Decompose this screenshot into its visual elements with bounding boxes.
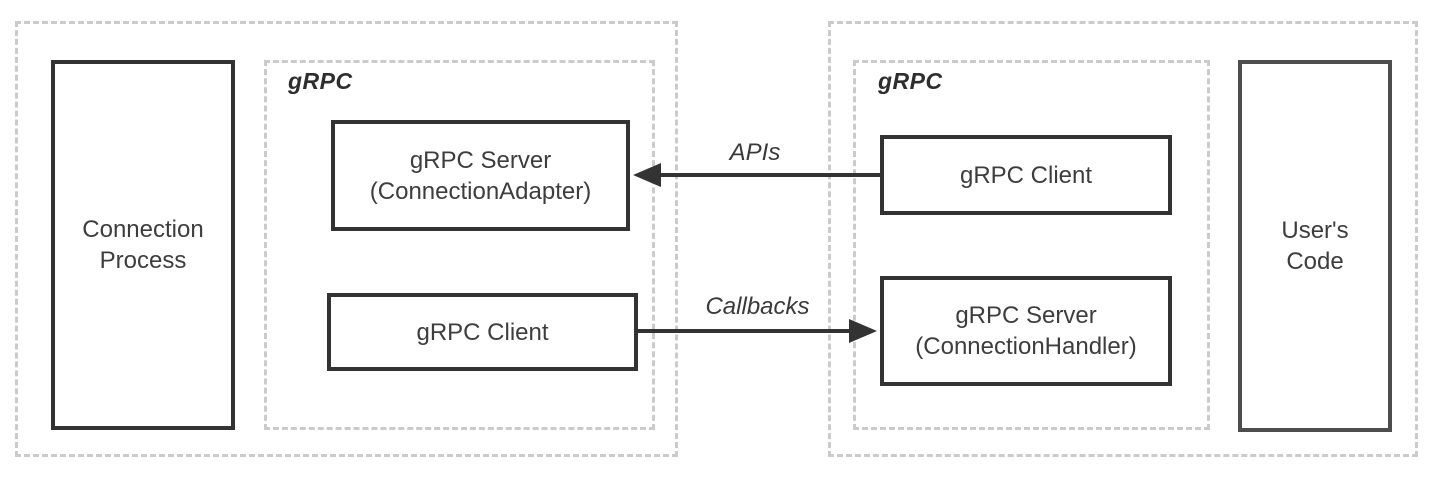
- right-grpc-group: [853, 60, 1210, 430]
- grpc-server-adapter-box: gRPC Server (ConnectionAdapter): [331, 120, 630, 231]
- right-grpc-client-label: gRPC Client: [959, 161, 1093, 189]
- right-grpc-client-box: gRPC Client: [880, 135, 1172, 215]
- apis-arrow-label: APIs: [729, 139, 781, 166]
- users-code-label-line2: Code: [1286, 248, 1344, 275]
- connection-process-box: Connection Process: [51, 60, 235, 430]
- right-process-group: [828, 21, 1418, 457]
- connection-process-label-line2: Process: [99, 247, 187, 274]
- users-code-box: User's Code: [1238, 60, 1392, 432]
- grpc-server-handler-label-line1: gRPC Server: [955, 302, 1097, 329]
- left-process-group: [15, 21, 678, 457]
- grpc-server-adapter-label-line1: gRPC Server: [409, 146, 552, 174]
- left-grpc-client-box: gRPC Client: [327, 293, 638, 371]
- grpc-server-handler-box: gRPC Server (ConnectionHandler): [880, 276, 1172, 386]
- grpc-server-handler-label-line2: (ConnectionHandler): [915, 333, 1137, 360]
- grpc-server-adapter-label-line2: (ConnectionAdapter): [369, 177, 592, 205]
- connection-process-label-line1: Connection: [82, 216, 204, 243]
- users-code-label-line1: User's: [1281, 217, 1349, 244]
- left-grpc-group: [264, 60, 655, 430]
- left-grpc-group-label: gRPC: [288, 68, 353, 94]
- right-grpc-group-label: gRPC: [878, 68, 943, 94]
- left-grpc-client-label: gRPC Client: [416, 318, 549, 346]
- callbacks-arrow-label: Callbacks: [705, 293, 810, 320]
